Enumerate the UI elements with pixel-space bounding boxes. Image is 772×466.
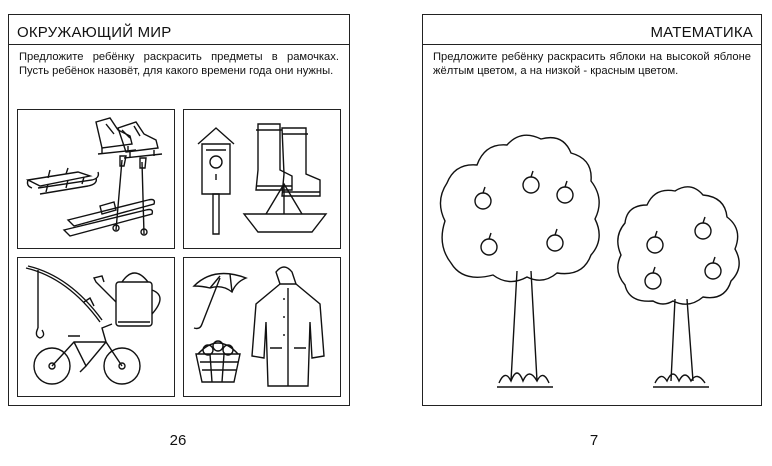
fishing-rod-icon [26, 266, 102, 338]
ice-skates-icon [96, 118, 162, 158]
left-page: ОКРУЖАЮЩИЙ МИР Предложите ребёнку раскра… [8, 14, 350, 406]
bicycle-icon [34, 324, 140, 384]
apple[interactable] [547, 229, 563, 251]
apple[interactable] [695, 217, 711, 239]
short-apple-tree[interactable] [618, 187, 739, 387]
paper-boat-icon [244, 184, 326, 232]
right-page: МАТЕМАТИКА Предложите ребёнку раскрасить… [422, 14, 762, 406]
sled-icon [28, 168, 99, 194]
umbrella-icon [194, 274, 246, 329]
left-page-instructions: Предложите ребёнку раскрасить предметы в… [19, 51, 339, 77]
picture-frame-winter[interactable] [17, 109, 175, 249]
apple[interactable] [557, 181, 573, 203]
right-page-header: МАТЕМАТИКА [423, 15, 761, 45]
watering-can-icon [94, 273, 160, 326]
picture-frame-summer[interactable] [17, 257, 175, 397]
right-page-instructions: Предложите ребёнку раскрасить яблоки на … [433, 51, 751, 77]
picture-frame-spring[interactable] [183, 109, 341, 249]
skis-icon [64, 156, 154, 236]
apple-trees-drawing [433, 125, 753, 397]
raincoat-icon [252, 267, 324, 386]
apple[interactable] [647, 231, 663, 253]
left-page-number: 26 [169, 432, 187, 449]
apple[interactable] [475, 187, 491, 209]
apple[interactable] [523, 171, 539, 193]
left-page-header: ОКРУЖАЮЩИЙ МИР [9, 15, 349, 45]
apple[interactable] [705, 257, 721, 279]
birdhouse-icon [198, 128, 234, 234]
tall-apple-tree[interactable] [440, 135, 599, 387]
mushroom-basket-icon [196, 341, 240, 382]
apple[interactable] [645, 267, 661, 289]
picture-frame-autumn[interactable] [183, 257, 341, 397]
picture-grid [17, 109, 341, 399]
right-page-number: 7 [589, 432, 599, 449]
rubber-boots-icon [256, 124, 320, 196]
apple[interactable] [481, 233, 497, 255]
